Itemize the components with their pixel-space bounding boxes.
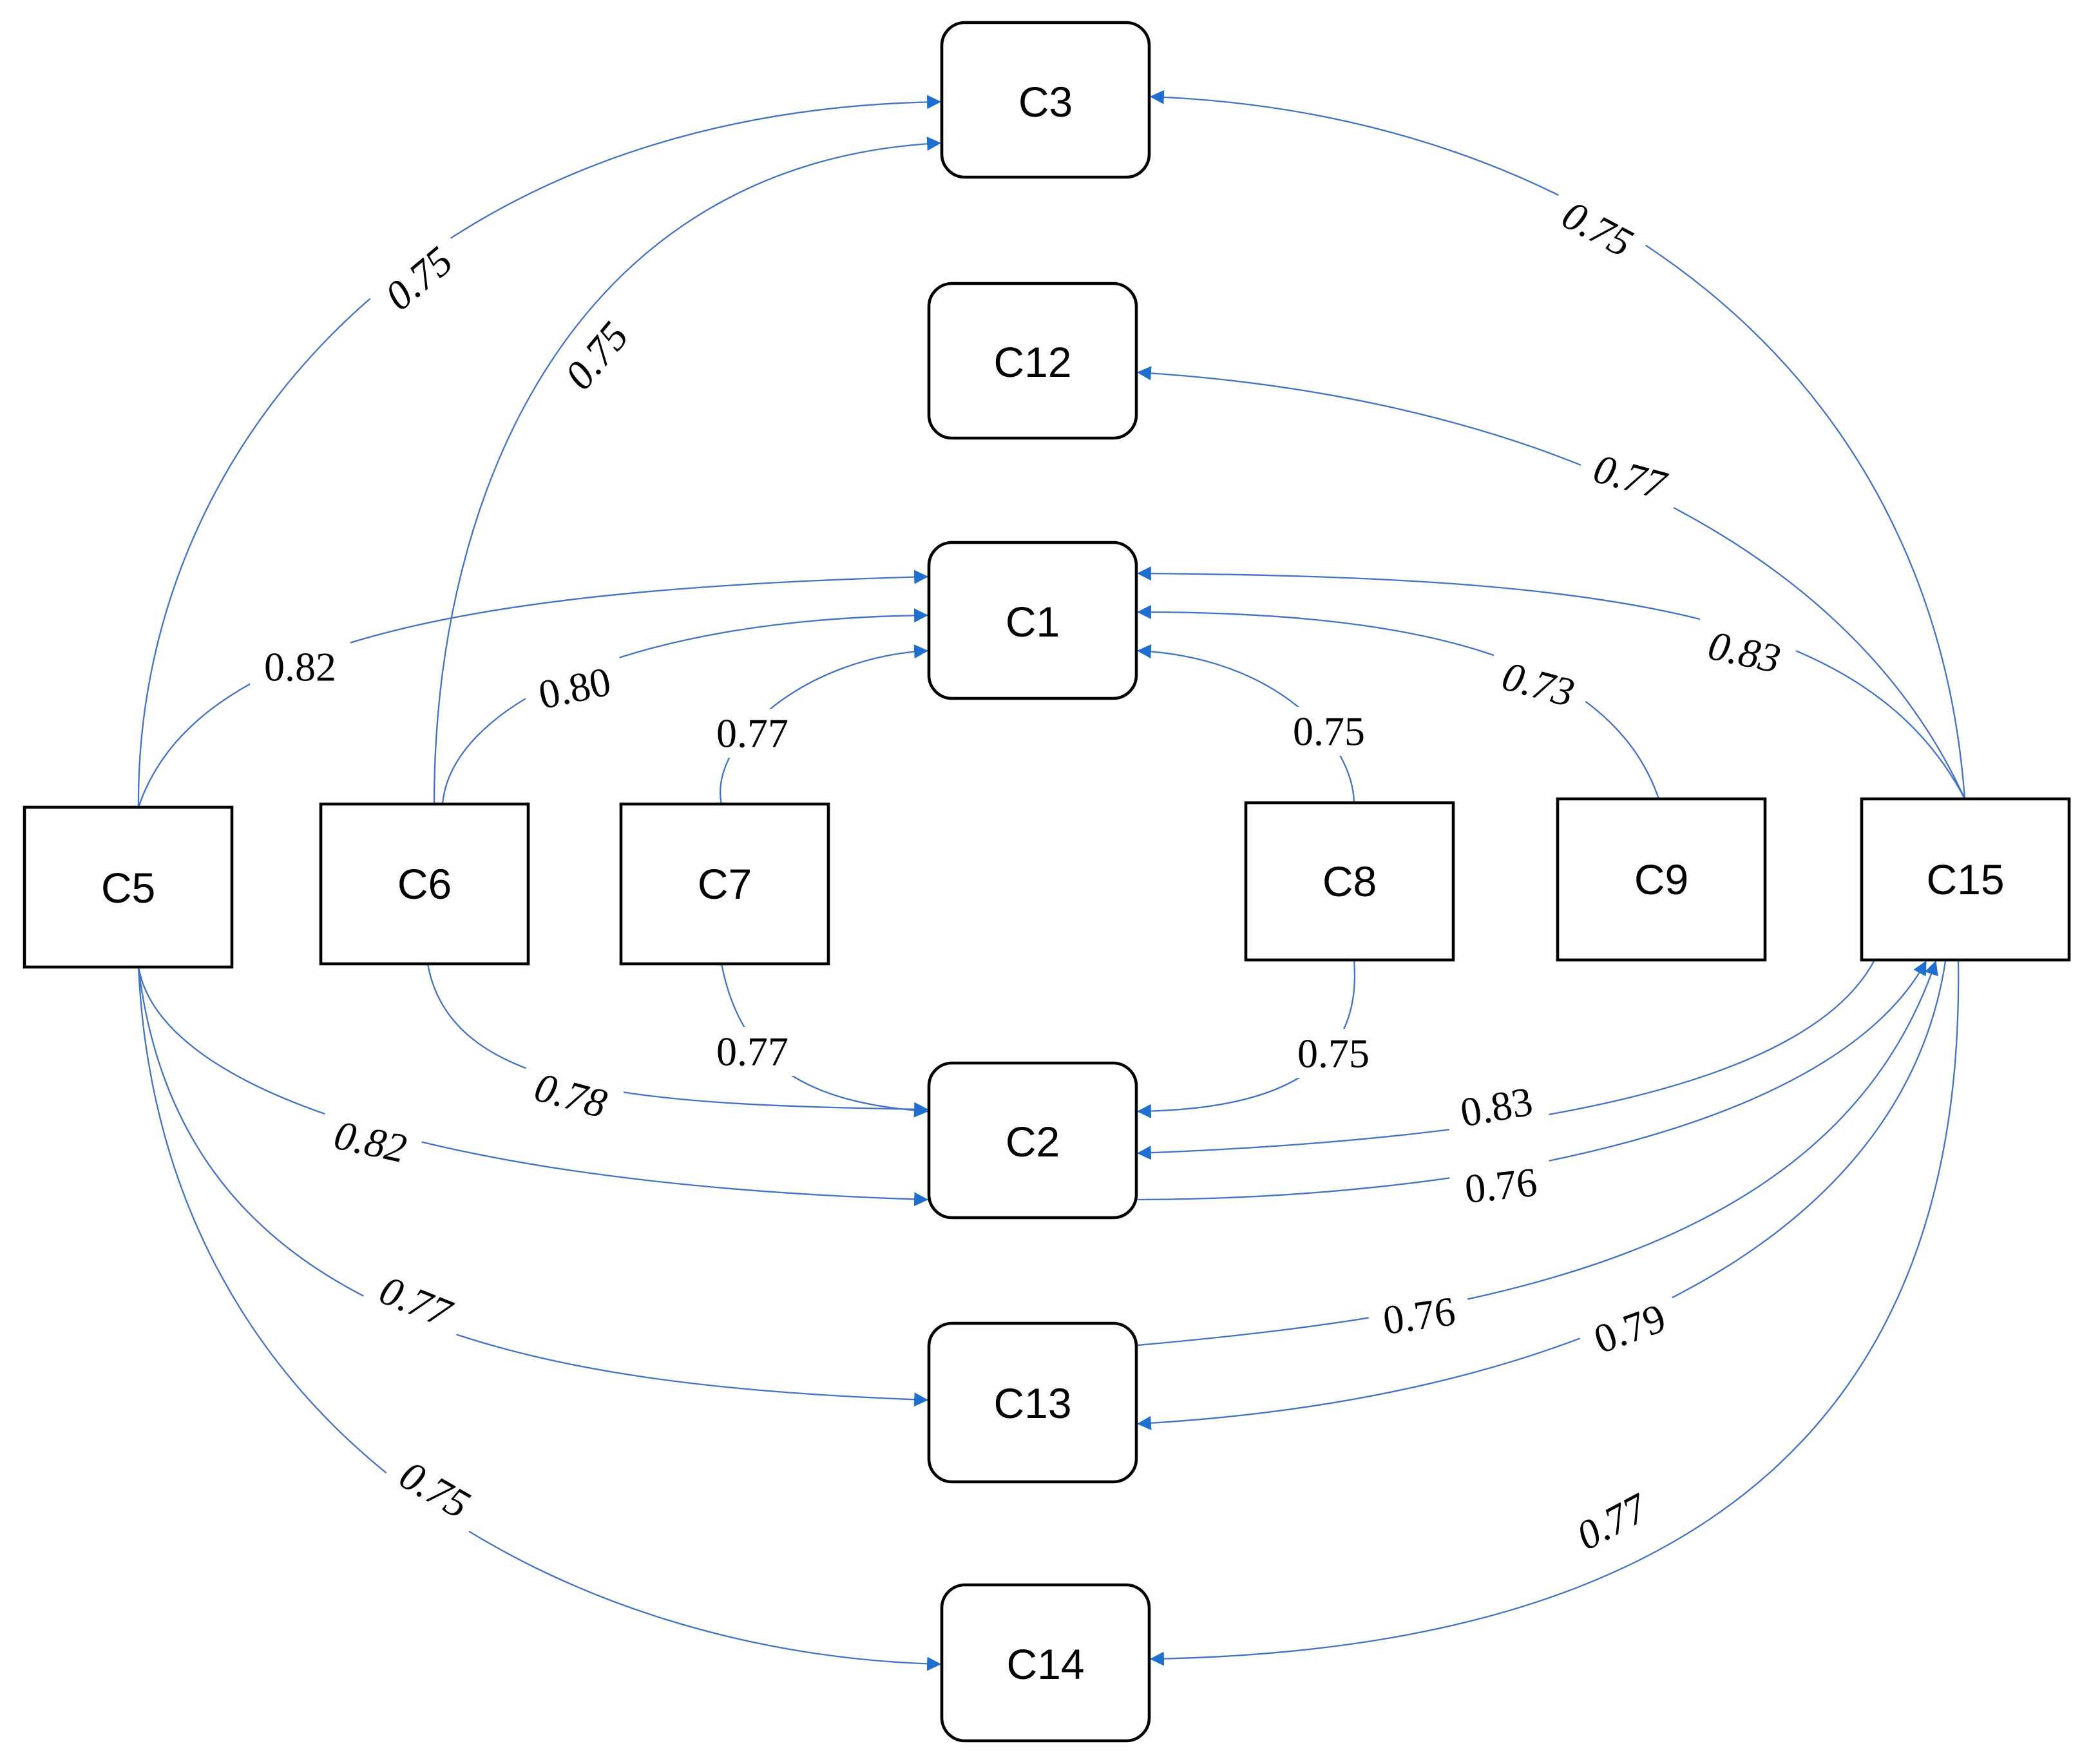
node-c7[interactable]: C7 — [619, 802, 830, 966]
edge-c15-to-c1 — [1136, 566, 1966, 800]
edge-c8-to-c1-weight: 0.75 — [1293, 709, 1365, 754]
edge-c15-to-c1-label-background — [1690, 617, 1799, 687]
edge-c7-to-c2-weight: 0.77 — [716, 1029, 788, 1075]
node-c1[interactable]: C1 — [927, 541, 1138, 700]
edge-c7-to-c1 — [720, 644, 929, 805]
edge-c15-to-c3-label-background — [1542, 183, 1654, 274]
node-c8-label: C8 — [1322, 858, 1377, 905]
node-c3-label: C3 — [1018, 78, 1073, 126]
edge-c8-to-c2-label-background — [1283, 1029, 1384, 1078]
edge-c6-to-c3 — [433, 137, 942, 805]
edge-c15-to-c14-label-background — [1556, 1476, 1668, 1567]
edge-c13-to-c15 — [1137, 960, 1938, 1347]
node-c15[interactable]: C15 — [1860, 797, 2071, 962]
edge-c9-to-c1-weight: 0.73 — [1498, 653, 1580, 716]
edge-c7-to-c1-weight: 0.77 — [716, 711, 788, 756]
node-c14-label: C14 — [1006, 1640, 1084, 1688]
edge-c15-to-c1-weight: 0.83 — [1704, 622, 1784, 682]
nodes-layer: C3 C12 C1 C2 C13 C14 C5 C6 — [23, 21, 2071, 1743]
edge-c6-to-c2-label-background — [515, 1059, 626, 1132]
node-c2[interactable]: C2 — [927, 1061, 1138, 1220]
edge-c5-to-c1 — [137, 570, 929, 808]
edge-c2-to-c15-weight: 0.76 — [1463, 1159, 1540, 1212]
edge-c13-to-c15-weight: 0.76 — [1380, 1288, 1458, 1343]
edge-c7-to-c1-label-background — [702, 709, 803, 758]
edge-c5-to-c14-label-background — [379, 1443, 491, 1536]
node-c9[interactable]: C9 — [1556, 797, 1767, 962]
edge-c8-to-c1 — [1136, 644, 1355, 803]
node-c5[interactable]: C5 — [23, 805, 234, 969]
edge-c2-to-c15 — [1137, 961, 1927, 1201]
node-c9-label: C9 — [1634, 856, 1688, 903]
edge-c5-to-c2-label-background — [316, 1107, 425, 1176]
node-c6[interactable]: C6 — [319, 802, 530, 966]
node-c12-label: C12 — [993, 338, 1071, 386]
edge-c15-to-c13-weight: 0.79 — [1588, 1294, 1672, 1362]
edge-c15-to-c12 — [1136, 366, 1966, 800]
edge-c5-to-c3-label-background — [364, 227, 473, 330]
edge-c6-to-c3-label-background — [545, 301, 648, 410]
node-c2-label: C2 — [1006, 1118, 1060, 1165]
edge-c15-to-c2-label-background — [1442, 1074, 1551, 1140]
node-c6-label: C6 — [397, 860, 452, 908]
node-c13[interactable]: C13 — [927, 1321, 1138, 1484]
edge-c6-to-c2 — [426, 963, 929, 1117]
edge-c7-to-c2-label-background — [702, 1027, 803, 1076]
edge-c8-to-c2-weight: 0.75 — [1297, 1031, 1370, 1077]
node-c7-label: C7 — [698, 860, 752, 908]
edge-c5-to-c3 — [137, 95, 942, 808]
edge-c5-to-c1-label-background — [250, 642, 350, 691]
edge-c6-to-c1 — [441, 608, 929, 805]
edge-c5-to-c2-weight: 0.82 — [330, 1112, 410, 1172]
node-c13-label: C13 — [993, 1379, 1071, 1427]
node-c14[interactable]: C14 — [940, 1583, 1151, 1743]
edge-c15-to-c13 — [1136, 961, 1947, 1430]
edge-c9-to-c1 — [1136, 605, 1660, 800]
edge-c5-to-c1-weight: 0.82 — [264, 644, 336, 690]
edge-c9-to-c1-label-background — [1483, 647, 1594, 721]
edge-c15-to-c12-label-background — [1574, 440, 1685, 513]
edge-c2-to-c15-label-background — [1448, 1156, 1554, 1215]
edge-c6-to-c1-label-background — [520, 653, 629, 723]
edge-c8-to-c1-label-background — [1279, 707, 1379, 756]
node-c8[interactable]: C8 — [1244, 801, 1455, 962]
edge-c5-to-c13-label-background — [359, 1260, 472, 1343]
edge-c6-to-c1-weight: 0.80 — [535, 658, 615, 718]
node-c5-label: C5 — [101, 864, 155, 912]
edge-c13-to-c15-label-background — [1366, 1284, 1473, 1347]
edge-c15-to-c2 — [1136, 959, 1876, 1160]
node-c12[interactable]: C12 — [927, 282, 1138, 440]
edge-c15-to-c3 — [1149, 90, 1966, 800]
node-c3[interactable]: C3 — [940, 21, 1151, 179]
edge-c15-to-c2-weight: 0.83 — [1457, 1078, 1536, 1135]
edge-c6-to-c2-weight: 0.78 — [530, 1064, 612, 1127]
edge-c15-to-c12-weight: 0.77 — [1589, 445, 1672, 508]
edge-c15-to-c14 — [1149, 961, 1960, 1666]
node-c1-label: C1 — [1006, 598, 1060, 646]
edge-c15-to-c13-label-background — [1574, 1288, 1686, 1369]
node-c15-label: C15 — [1926, 856, 2004, 903]
